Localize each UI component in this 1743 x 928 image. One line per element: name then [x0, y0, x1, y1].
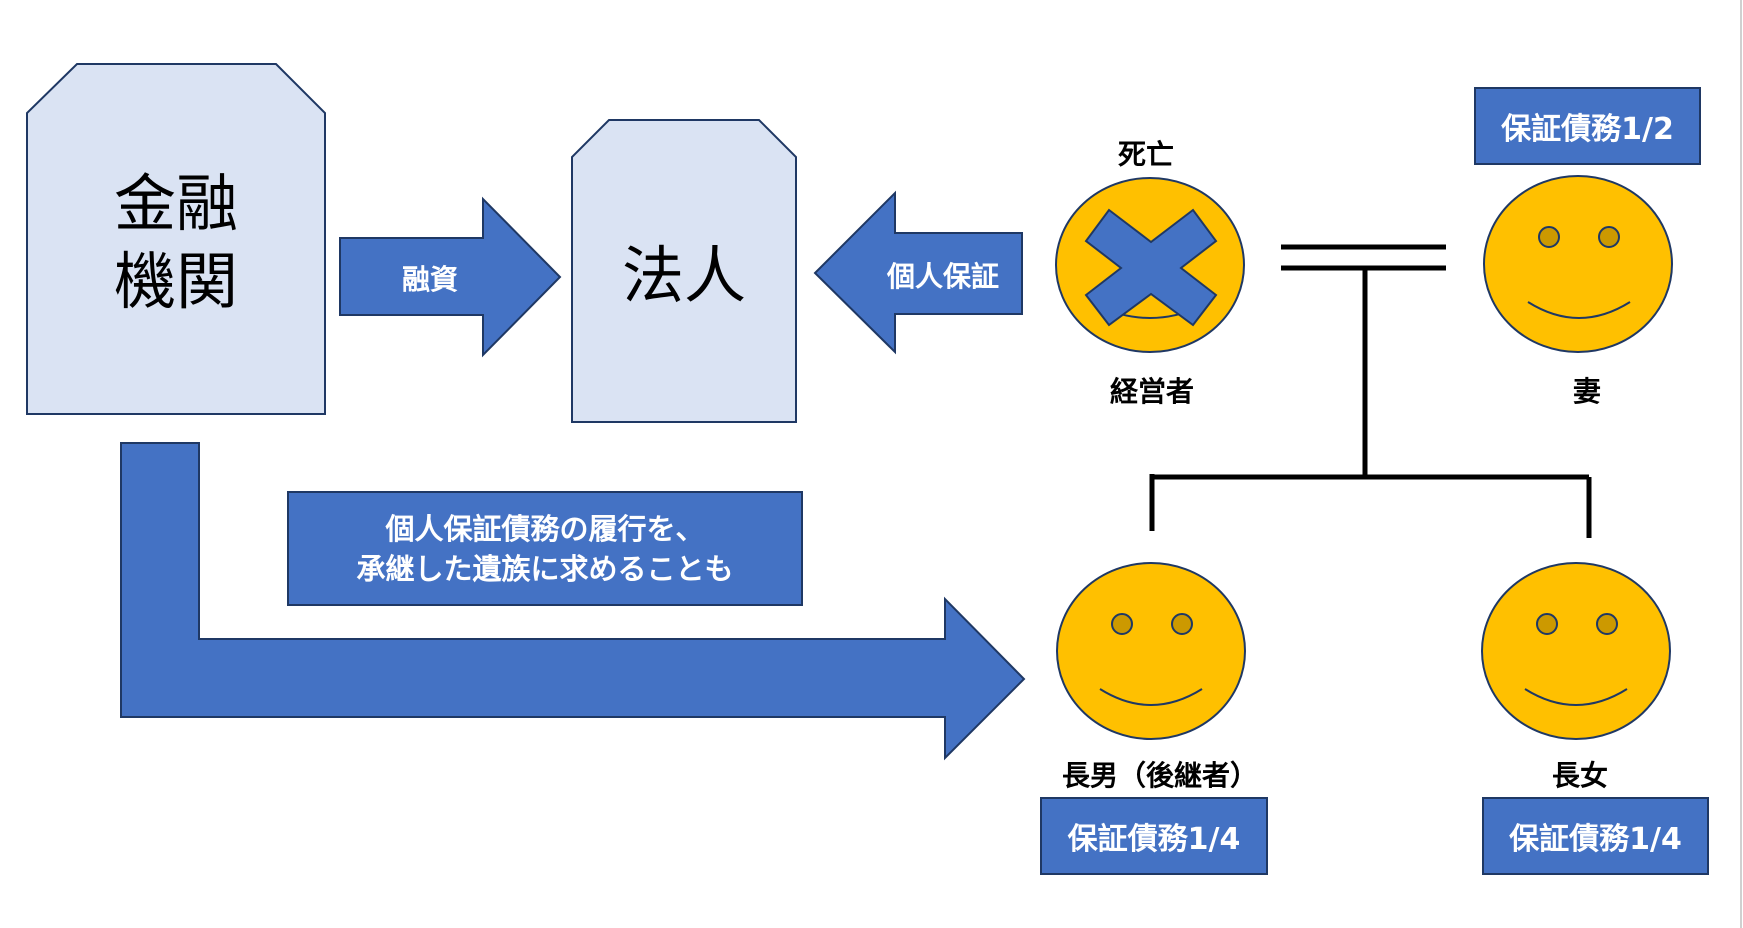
- loan-arrow: [339, 196, 562, 358]
- wife-share-badge: 保証債務1/2: [1474, 87, 1701, 165]
- financial-institution-shape: [26, 63, 326, 415]
- claim-note-line1: 個人保証債務の履行を、: [385, 511, 705, 546]
- loan-arrow-label: 融資: [401, 263, 458, 296]
- eldest-daughter-face-icon: [1481, 562, 1671, 740]
- manager-label: 経営者: [1109, 375, 1194, 408]
- wife-face-icon: [1483, 175, 1673, 353]
- financial-institution-line2: 機関: [113, 245, 238, 318]
- corporation-label: 法人: [621, 239, 746, 312]
- claim-note-box: 個人保証債務の履行を、 承継した遺族に求めることも: [287, 491, 803, 606]
- financial-institution-line1: 金融: [113, 167, 238, 240]
- manager-status-label: 死亡: [1117, 138, 1174, 171]
- financial-institution-label: 金融 機関: [27, 165, 325, 321]
- eldest-son-face-icon: [1056, 562, 1246, 740]
- personal-guarantee-arrow: [813, 190, 1023, 355]
- eldest-daughter-label: 長女: [1551, 759, 1608, 792]
- manager-face-icon: [1055, 177, 1245, 353]
- deceased-x-icon: [1084, 208, 1218, 327]
- eldest-daughter-share-badge: 保証債務1/4: [1482, 797, 1709, 875]
- corporation-shape: [571, 119, 797, 423]
- claim-to-heirs-arrow: [120, 442, 1026, 761]
- claim-note-line2: 承継した遺族に求めることも: [356, 551, 734, 586]
- eldest-son-label: 長男（後継者）: [1061, 759, 1258, 792]
- eldest-son-share-badge: 保証債務1/4: [1040, 797, 1268, 875]
- wife-label: 妻: [1572, 375, 1601, 408]
- personal-guarantee-label: 個人保証: [886, 260, 999, 293]
- page-edge-divider: [1740, 0, 1742, 928]
